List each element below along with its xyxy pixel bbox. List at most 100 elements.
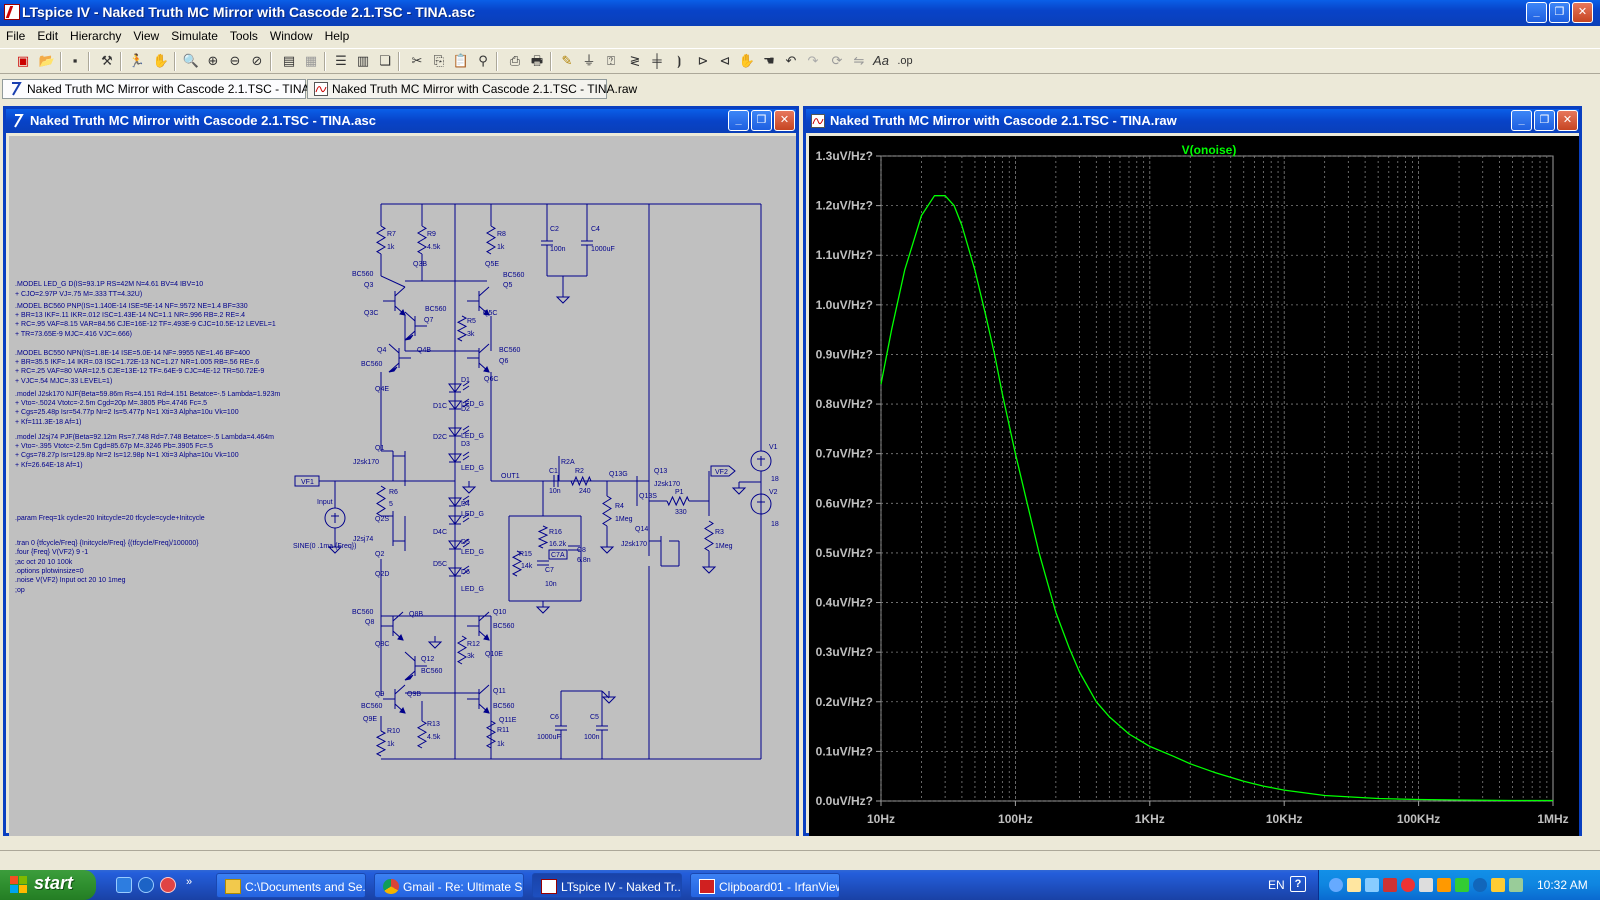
ground-icon[interactable]: ⏚ bbox=[582, 53, 596, 68]
part-label-q6c[interactable]: Q6C bbox=[484, 376, 498, 383]
part-label-q4[interactable]: Q4 bbox=[377, 347, 386, 354]
text-icon[interactable]: Aa bbox=[873, 53, 889, 68]
run-icon[interactable]: 🏃 bbox=[128, 53, 146, 68]
part-label-r15[interactable]: R15 bbox=[519, 551, 532, 558]
trace-label[interactable]: V(onoise) bbox=[1182, 143, 1237, 157]
part-label-j2sk170b[interactable]: J2sk170 bbox=[654, 481, 680, 488]
part-label-bc560b[interactable]: BC560 bbox=[503, 272, 525, 279]
part-label-r10v[interactable]: 1k bbox=[387, 741, 395, 748]
ground-symbol[interactable] bbox=[555, 291, 571, 304]
part-label-v1[interactable]: V1 bbox=[769, 444, 778, 451]
resistor[interactable] bbox=[570, 475, 592, 487]
part-label-q2s[interactable]: Q2S bbox=[375, 516, 389, 523]
part-label-q2d[interactable]: Q2D bbox=[375, 571, 389, 578]
cut-icon[interactable]: ✂ bbox=[411, 53, 423, 68]
led-symbol[interactable] bbox=[448, 540, 462, 550]
part-label-q4b[interactable]: Q4B bbox=[417, 347, 431, 354]
part-label-q8b[interactable]: Q8B bbox=[409, 611, 423, 618]
part-label-r3v[interactable]: 1Meg bbox=[715, 543, 733, 550]
tray-security-icon[interactable] bbox=[1383, 878, 1397, 892]
ground-symbol[interactable] bbox=[327, 541, 343, 554]
component-icon[interactable]: ⊲ bbox=[719, 53, 731, 68]
label-net-icon[interactable]: ⍰ bbox=[607, 53, 615, 68]
menu-hierarchy[interactable]: Hierarchy bbox=[70, 29, 122, 43]
part-label-r13[interactable]: R13 bbox=[427, 721, 440, 728]
part-label-j2sk170a[interactable]: J2sk170 bbox=[353, 459, 379, 466]
part-label-q3[interactable]: Q3 bbox=[364, 282, 373, 289]
tab-schematic[interactable]: Naked Truth MC Mirror with Cascode 2.1.T… bbox=[2, 79, 332, 99]
part-label-led2[interactable]: LED_G bbox=[461, 433, 484, 440]
part-label-q6[interactable]: Q6 bbox=[499, 358, 508, 365]
led-symbol[interactable] bbox=[448, 497, 462, 507]
part-label-q7[interactable]: Q7 bbox=[424, 317, 433, 324]
language-indicator[interactable]: EN bbox=[1268, 878, 1285, 892]
part-label-q5e[interactable]: Q5E bbox=[485, 261, 499, 268]
part-label-j2sk170c[interactable]: J2sk170 bbox=[621, 541, 647, 548]
directive-line[interactable]: .options plotwinsize=0 bbox=[15, 568, 84, 575]
part-label-led6[interactable]: LED_G bbox=[461, 586, 484, 593]
part-label-q8c[interactable]: Q8C bbox=[375, 641, 389, 648]
control-panel-icon[interactable]: ⚒ bbox=[101, 53, 113, 68]
part-label-v2v[interactable]: 18 bbox=[771, 521, 779, 528]
paste-icon[interactable]: 📋 bbox=[452, 53, 470, 68]
resistor[interactable] bbox=[375, 730, 387, 757]
taskbar-irfanview-button[interactable]: Clipboard01 - IrfanView bbox=[690, 873, 840, 898]
tile-horizontal-icon[interactable]: ☰ bbox=[335, 53, 347, 68]
net-label-vf2[interactable] bbox=[710, 465, 736, 477]
part-label-c4[interactable]: C4 bbox=[591, 226, 600, 233]
part-label-q3b[interactable]: Q3B bbox=[413, 261, 427, 268]
resistor[interactable] bbox=[417, 225, 427, 255]
menu-window[interactable]: Window bbox=[269, 29, 313, 43]
part-label-r8[interactable]: R8 bbox=[497, 231, 506, 238]
cascade-icon[interactable]: ❏ bbox=[379, 53, 391, 68]
directive-line[interactable]: + RC=.25 VAF=80 VAR=12.5 CJE=13E-12 TF=.… bbox=[15, 368, 264, 375]
open-icon[interactable]: 📂 bbox=[38, 53, 56, 68]
part-label-c8v[interactable]: 6.8n bbox=[577, 557, 591, 564]
diode-icon[interactable]: ⊳ bbox=[697, 53, 709, 68]
part-label-bc560f[interactable]: BC560 bbox=[352, 609, 374, 616]
part-label-q9[interactable]: Q9 bbox=[375, 691, 384, 698]
halt-icon[interactable]: ✋ bbox=[152, 53, 170, 68]
part-label-r8v[interactable]: 1k bbox=[497, 244, 505, 251]
directive-line[interactable]: + Kf=111.3E-18 Af=1) bbox=[15, 419, 81, 426]
part-label-c1[interactable]: C1 bbox=[549, 468, 558, 475]
plot-title-bar[interactable]: Naked Truth MC Mirror with Cascode 2.1.T… bbox=[806, 109, 1579, 133]
part-label-led3[interactable]: LED_G bbox=[461, 465, 484, 472]
part-label-d6[interactable]: D6 bbox=[461, 569, 470, 576]
directive-line[interactable]: ;ac oct 20 10 100k bbox=[15, 559, 73, 566]
led-symbol[interactable] bbox=[448, 567, 462, 577]
part-label-bc560d[interactable]: BC560 bbox=[361, 361, 383, 368]
part-label-bc560a[interactable]: BC560 bbox=[352, 271, 374, 278]
resistor[interactable] bbox=[376, 225, 386, 255]
part-label-q9b[interactable]: Q9B bbox=[407, 691, 421, 698]
directive-line[interactable]: ;op bbox=[15, 587, 25, 594]
redo-icon[interactable]: ↷ bbox=[807, 53, 819, 68]
resistor[interactable] bbox=[457, 635, 467, 665]
part-label-led1[interactable]: LED_G bbox=[461, 401, 484, 408]
part-label-c5v[interactable]: 100n bbox=[584, 734, 600, 741]
zoom-in-icon[interactable]: 🔍 bbox=[182, 53, 200, 68]
quicklaunch-desktop-icon[interactable] bbox=[116, 877, 132, 893]
directive-line[interactable]: + Cgs=25.48p Isr=54.77p Nr=2 Is=5.477p N… bbox=[15, 409, 239, 416]
tray-antivirus-icon[interactable] bbox=[1401, 878, 1415, 892]
part-label-p1v[interactable]: 330 bbox=[675, 509, 687, 516]
tray-mail-icon[interactable] bbox=[1347, 878, 1361, 892]
part-label-q1[interactable]: Q1 bbox=[375, 445, 384, 452]
part-label-r6[interactable]: R6 bbox=[389, 489, 398, 496]
part-label-r4v[interactable]: 1Meg bbox=[615, 516, 633, 523]
part-label-c7[interactable]: C7 bbox=[545, 567, 554, 574]
part-label-r3[interactable]: R3 bbox=[715, 529, 724, 536]
rotate-icon[interactable]: ⟳ bbox=[831, 53, 843, 68]
part-label-vf2[interactable]: VF2 bbox=[715, 469, 728, 476]
plot-canvas[interactable]: 0.0uV/Hz?0.1uV/Hz?0.2uV/Hz?0.3uV/Hz?0.4u… bbox=[809, 136, 1579, 836]
quicklaunch-more-icon[interactable]: » bbox=[186, 876, 193, 888]
schematic-maximize-button[interactable]: ❐ bbox=[751, 110, 772, 131]
part-label-q13[interactable]: Q13 bbox=[654, 468, 667, 475]
part-label-bc560h[interactable]: BC560 bbox=[421, 668, 443, 675]
ground-symbol[interactable] bbox=[701, 561, 717, 574]
menu-view[interactable]: View bbox=[133, 29, 160, 43]
resistor[interactable] bbox=[456, 315, 468, 342]
part-label-q8[interactable]: Q8 bbox=[365, 619, 374, 626]
help-icon[interactable]: ? bbox=[1290, 876, 1306, 892]
